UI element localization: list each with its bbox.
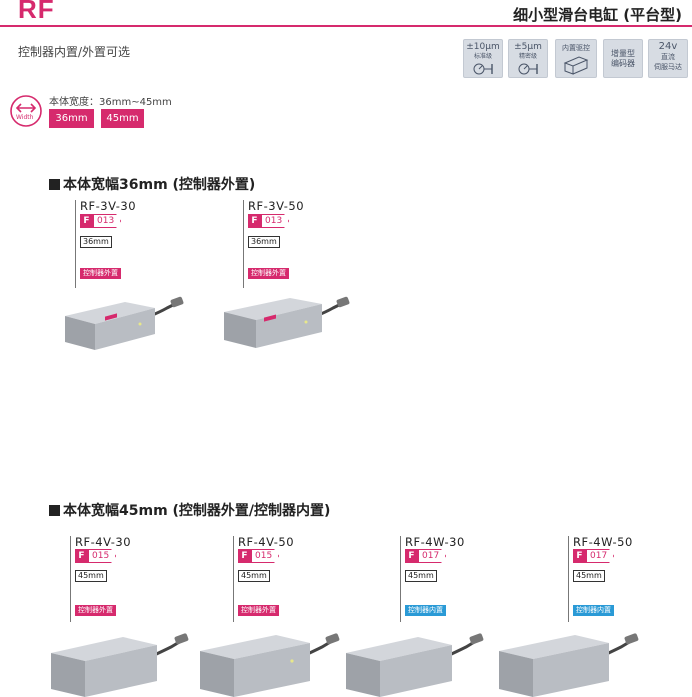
divider: [243, 200, 244, 288]
feature-label: 增量型: [611, 49, 635, 58]
controller-tag: 控制器内置: [405, 605, 446, 616]
actuator-image: [200, 633, 340, 697]
feature-sublabel: 精密级: [518, 53, 537, 60]
product-title: 细小型滑台电缸 (平台型): [513, 6, 682, 24]
model-name: RF-4W-30: [405, 535, 465, 549]
section-title: 本体宽幅45mm (控制器外置/控制器内置): [63, 503, 331, 519]
width-option-36mm[interactable]: 36mm: [49, 109, 94, 128]
model-name: RF-4V-30: [75, 535, 132, 549]
feature-sublabel: 标准级: [473, 53, 492, 60]
feature-label: 24v: [658, 41, 678, 52]
section-heading-45mm: 本体宽幅45mm (控制器外置/控制器内置): [49, 500, 330, 520]
controller-tag: 控制器外置: [80, 268, 121, 279]
controller-tag: 控制器外置: [248, 268, 289, 279]
width-tag: 45mm: [405, 570, 437, 582]
width-icon-text: Width: [16, 114, 34, 121]
width-option-45mm[interactable]: 45mm: [101, 109, 144, 128]
actuator-image: [499, 633, 639, 697]
model-name: RF-3V-30: [80, 199, 137, 213]
subtitle: 控制器内置/外置可选: [18, 45, 131, 59]
controller-tag: 控制器外置: [238, 605, 279, 616]
feature-label: ±10μm: [466, 42, 500, 52]
page-prefix: F: [573, 549, 586, 563]
width-tag: 45mm: [75, 570, 107, 582]
model-name: RF-4W-50: [573, 535, 633, 549]
actuator-image: [65, 296, 184, 350]
divider: [75, 200, 76, 288]
page-number: 013: [93, 214, 122, 228]
controller-tag: 控制器外置: [75, 605, 116, 616]
divider: [400, 536, 401, 622]
controller-box-icon: [563, 56, 589, 75]
section-title: 本体宽幅36mm (控制器外置): [63, 177, 256, 193]
feature-badge-standard: ±10μm 标准级: [463, 39, 503, 78]
dial-gauge-icon: [473, 63, 493, 75]
divider: [233, 536, 234, 622]
divider: [70, 536, 71, 622]
model-name: RF-3V-50: [248, 199, 305, 213]
page-prefix: F: [405, 549, 418, 563]
page-number: 015: [251, 549, 280, 563]
header-rule: [0, 25, 692, 27]
page-number: 015: [88, 549, 117, 563]
dial-gauge-icon: [518, 63, 538, 75]
page-prefix: F: [248, 214, 261, 228]
width-tag: 36mm: [248, 236, 280, 248]
brand-title: RF: [18, 0, 55, 24]
width-tag: 45mm: [238, 570, 270, 582]
actuator-image: [346, 633, 484, 697]
square-bullet-icon: [49, 179, 60, 190]
page-number: 017: [418, 549, 447, 563]
width-tag: 36mm: [80, 236, 112, 248]
square-bullet-icon: [49, 505, 60, 516]
feature-sublabel: 编码器: [611, 59, 635, 68]
feature-badge-dc-servo: 24v 直流 伺服马达: [648, 39, 688, 78]
width-range-label: 本体宽度：36mm~45mm: [49, 97, 172, 108]
feature-badge-precision: ±5μm 精密级: [508, 39, 548, 78]
actuator-image: [51, 633, 189, 697]
divider: [568, 536, 569, 622]
page-prefix: F: [80, 214, 93, 228]
feature-badge-builtin-driver: 内置驱控: [555, 39, 597, 78]
feature-sublabel: 伺服马达: [654, 63, 682, 71]
width-tag: 45mm: [573, 570, 605, 582]
section-heading-36mm: 本体宽幅36mm (控制器外置): [49, 174, 255, 194]
page-number: 017: [586, 549, 615, 563]
model-name: RF-4V-50: [238, 535, 295, 549]
page-prefix: F: [238, 549, 251, 563]
page-prefix: F: [75, 549, 88, 563]
feature-label: 内置驱控: [562, 44, 590, 52]
controller-tag: 控制器内置: [573, 605, 614, 616]
feature-sublabel: 直流: [661, 53, 675, 61]
feature-badge-encoder: 增量型 编码器: [603, 39, 643, 78]
actuator-image: [224, 296, 350, 348]
page-number: 013: [261, 214, 290, 228]
width-icon: Width: [9, 94, 43, 132]
feature-label: ±5μm: [514, 42, 542, 52]
